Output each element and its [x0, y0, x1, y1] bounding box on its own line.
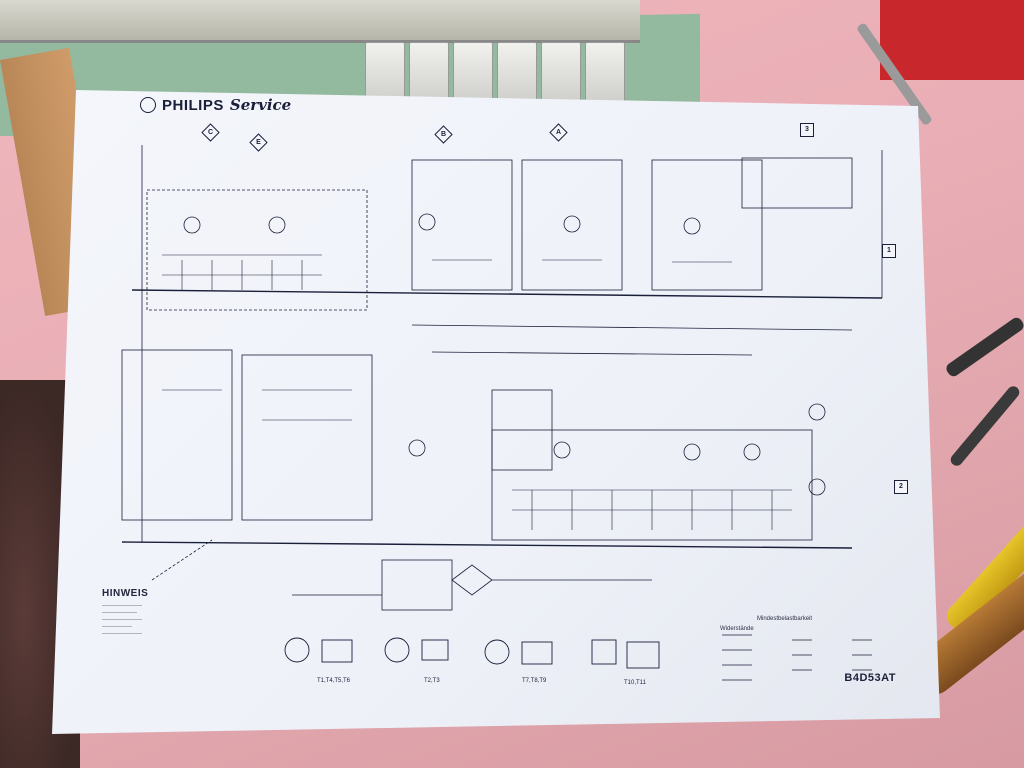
- pushbutton: [541, 42, 581, 102]
- connector-box-2: 2: [894, 480, 908, 494]
- notes-text-line: ————————: [102, 631, 142, 637]
- pushbutton: [497, 42, 537, 102]
- transistor-label: T1,T4,T5,T6: [317, 678, 351, 684]
- red-toolbox: [880, 0, 1024, 80]
- notes-text-line: ——————: [102, 624, 132, 630]
- hinweis-notes: HINWEIS ———————— ——————— ———————— ——————…: [102, 588, 222, 638]
- connector-box-1: 1: [882, 244, 896, 258]
- brand-service: Service: [229, 96, 292, 114]
- legend-title: Mindestbelastbarkeit: [757, 616, 813, 622]
- pushbutton: [585, 42, 625, 102]
- schematic-drawing: [121, 145, 883, 681]
- radio-chassis: [0, 0, 640, 43]
- notes-text-line: ————————: [102, 617, 142, 623]
- connector-box-3: 3: [800, 123, 814, 137]
- pushbutton: [453, 42, 493, 102]
- radio-pushbuttons: [365, 42, 625, 102]
- legend-resistors: Widerstände: [720, 626, 754, 632]
- pushbutton: [409, 42, 449, 102]
- pushbutton: [365, 42, 405, 102]
- model-code: B4D53AT: [844, 672, 896, 684]
- brand-name: PHILIPS: [162, 96, 224, 114]
- philips-shield-logo: [140, 97, 156, 113]
- transistor-label: T10,T11: [624, 680, 646, 686]
- notes-text-line: ———————: [102, 610, 137, 616]
- schematic-sheet: PHILIPS Service C E B A 3 1 2 HINWEIS ——…: [52, 90, 940, 734]
- transistor-label: T7,T8,T9: [522, 678, 547, 684]
- philips-service-header: PHILIPS Service: [140, 96, 291, 114]
- notes-text-line: ————————: [102, 603, 142, 609]
- notes-title: HINWEIS: [102, 588, 149, 599]
- transistor-label: T2,T3: [424, 678, 440, 684]
